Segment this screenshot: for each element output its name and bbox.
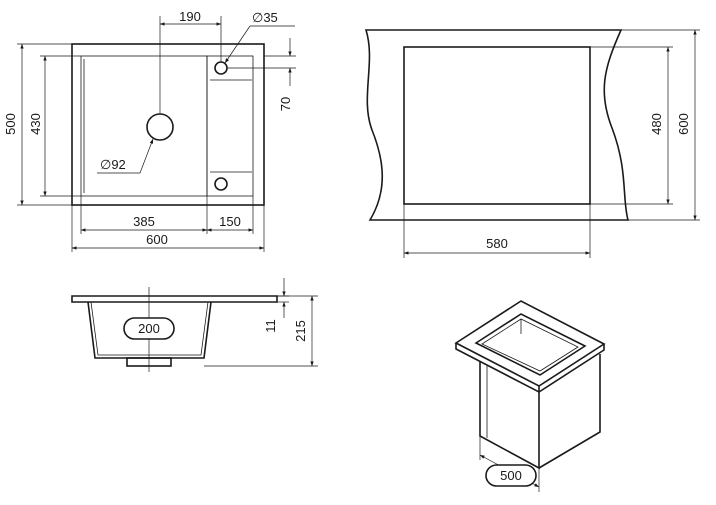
dim-500-iso-label: 500 xyxy=(500,468,522,483)
dim-480-label: 480 xyxy=(649,113,664,135)
sink-outline xyxy=(71,43,265,206)
tap-hole-icon xyxy=(214,61,228,75)
iso-view: 500 xyxy=(454,300,606,492)
dim-430-label: 430 xyxy=(28,113,43,135)
dim-200-label: 200 xyxy=(138,321,160,336)
drain-hole-icon xyxy=(146,113,174,141)
dim-190-label: 190 xyxy=(179,9,201,24)
dim-600-label: 600 xyxy=(146,232,168,247)
iso-sink-opening xyxy=(474,313,587,376)
top-view: 190 ∅35 ∅92 70 500 430 385 150 xyxy=(3,9,296,252)
iso-cabinet-right xyxy=(538,354,601,469)
dim-500-label: 500 xyxy=(3,113,18,135)
cutout-outline xyxy=(403,46,591,205)
section-view: 200 11 215 xyxy=(71,278,318,372)
iso-cabinet-left xyxy=(479,362,540,470)
countertop-outline xyxy=(364,29,630,221)
dim-500-badge xyxy=(485,464,537,487)
bowl-outline xyxy=(80,55,208,197)
dim-150-label: 150 xyxy=(219,214,241,229)
dim-11-label: 11 xyxy=(263,319,278,333)
dim-drain-label: ∅92 xyxy=(100,157,126,172)
dim-200-badge xyxy=(123,317,175,340)
dim-600v-label: 600 xyxy=(676,113,691,135)
dim-385-label: 385 xyxy=(133,214,155,229)
dim-tap-hole-label: ∅35 xyxy=(252,10,278,25)
dim-580-label: 580 xyxy=(486,236,508,251)
overflow-hole-icon xyxy=(214,177,228,191)
drainer-area xyxy=(206,55,254,197)
dim-215-label: 215 xyxy=(293,320,308,342)
dim-70-label: 70 xyxy=(278,97,293,111)
cabinet-view: 480 600 580 xyxy=(364,29,700,258)
